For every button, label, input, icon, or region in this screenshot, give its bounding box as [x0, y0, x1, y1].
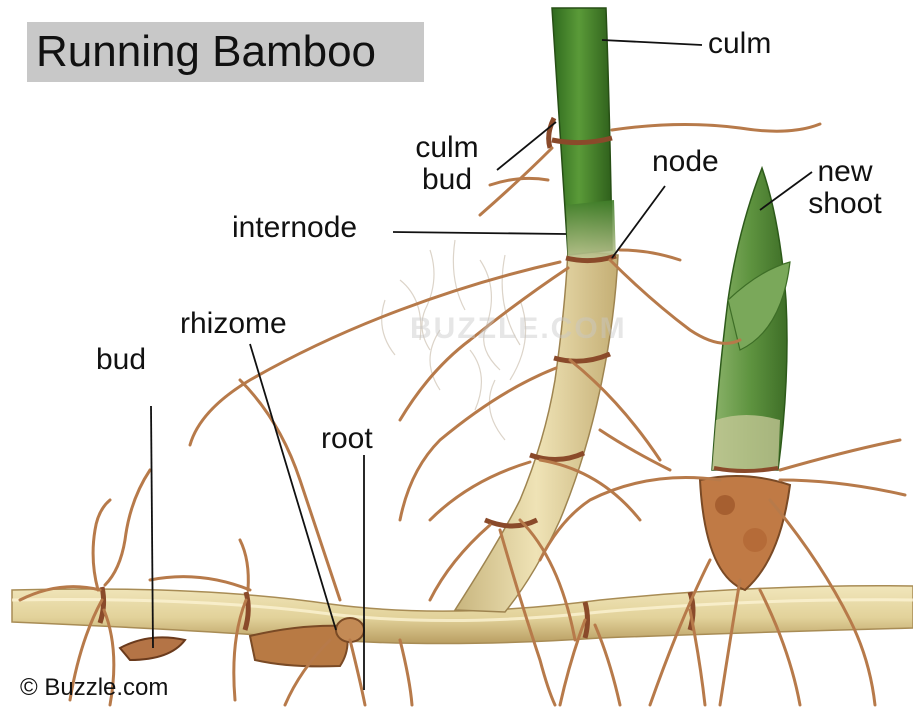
copyright-notice: © Buzzle.com [20, 674, 168, 702]
node-leader [612, 186, 665, 258]
label-culm-bud-line2: bud [412, 164, 482, 196]
upper-culm [552, 8, 616, 262]
label-rhizome: rhizome [180, 308, 287, 340]
diagram-title: Running Bamboo [36, 24, 376, 80]
main-rhizome [12, 586, 913, 644]
label-new-shoot: new shoot [800, 156, 890, 220]
culm-leader [602, 40, 702, 45]
new-shoot [712, 168, 790, 471]
label-new-shoot-line1: new [800, 156, 890, 188]
label-bud: bud [96, 344, 146, 376]
label-culm-bud: culm bud [412, 132, 482, 196]
watermark: BUZZLE.COM [410, 312, 627, 346]
label-root: root [321, 423, 373, 455]
lower-culm [455, 250, 618, 612]
label-internode: internode [232, 212, 357, 244]
label-culm-bud-line1: culm [412, 132, 482, 164]
culm-bud [549, 118, 554, 148]
internode-leader [393, 232, 566, 234]
label-culm: culm [708, 28, 771, 60]
shoot-root-mass [700, 476, 790, 590]
label-node: node [652, 146, 719, 178]
label-new-shoot-line2: shoot [800, 188, 890, 220]
rhizome-leader [250, 344, 336, 630]
